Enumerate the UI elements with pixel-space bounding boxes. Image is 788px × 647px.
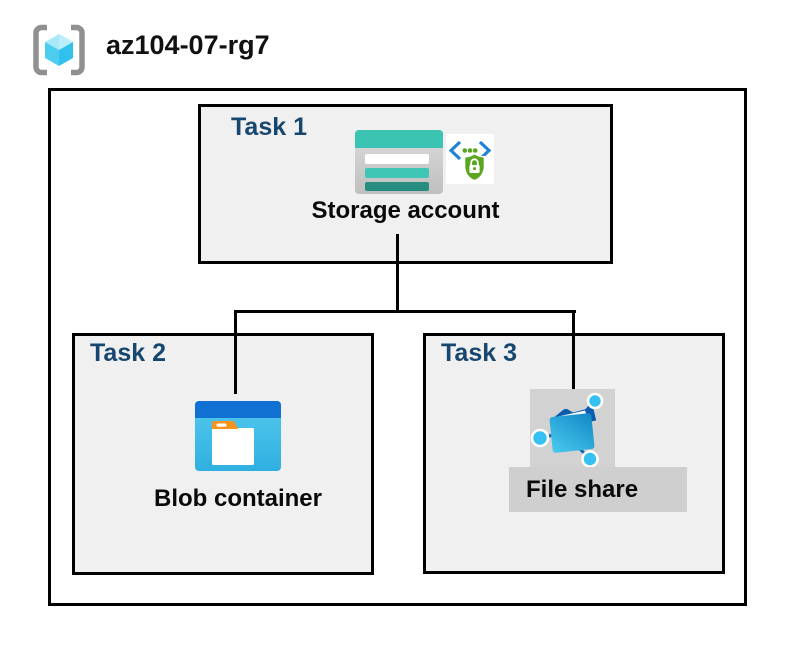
task3-label: Task 3 [441, 339, 517, 367]
file-share-icon [530, 392, 604, 468]
blob-container-icon [195, 401, 281, 471]
blob-container-label: Blob container [153, 485, 322, 512]
task1-box: Task 1 Storage [198, 104, 613, 264]
resource-group-name: az104-07-rg7 [106, 30, 270, 60]
resource-group-header: az104-07-rg7 [0, 0, 788, 88]
connector-to-blob-container [234, 310, 237, 394]
task1-label: Task 1 [231, 113, 307, 141]
connector-horizontal [234, 310, 576, 313]
task2-box: Task 2 Blob container [72, 333, 374, 575]
task3-box: Task 3 [423, 333, 725, 574]
storage-account-icon [355, 130, 443, 194]
storage-account-label: Storage account [311, 197, 500, 224]
connector-storage-stem [396, 234, 399, 312]
file-share-label: File share [526, 476, 639, 503]
connector-to-file-share [572, 310, 575, 389]
file-share-label-band: File share [509, 467, 687, 512]
shared-access-signature-icon [446, 134, 494, 184]
task2-label: Task 2 [90, 339, 166, 367]
resource-group-icon [33, 24, 85, 76]
file-share-icon-background [530, 389, 615, 468]
